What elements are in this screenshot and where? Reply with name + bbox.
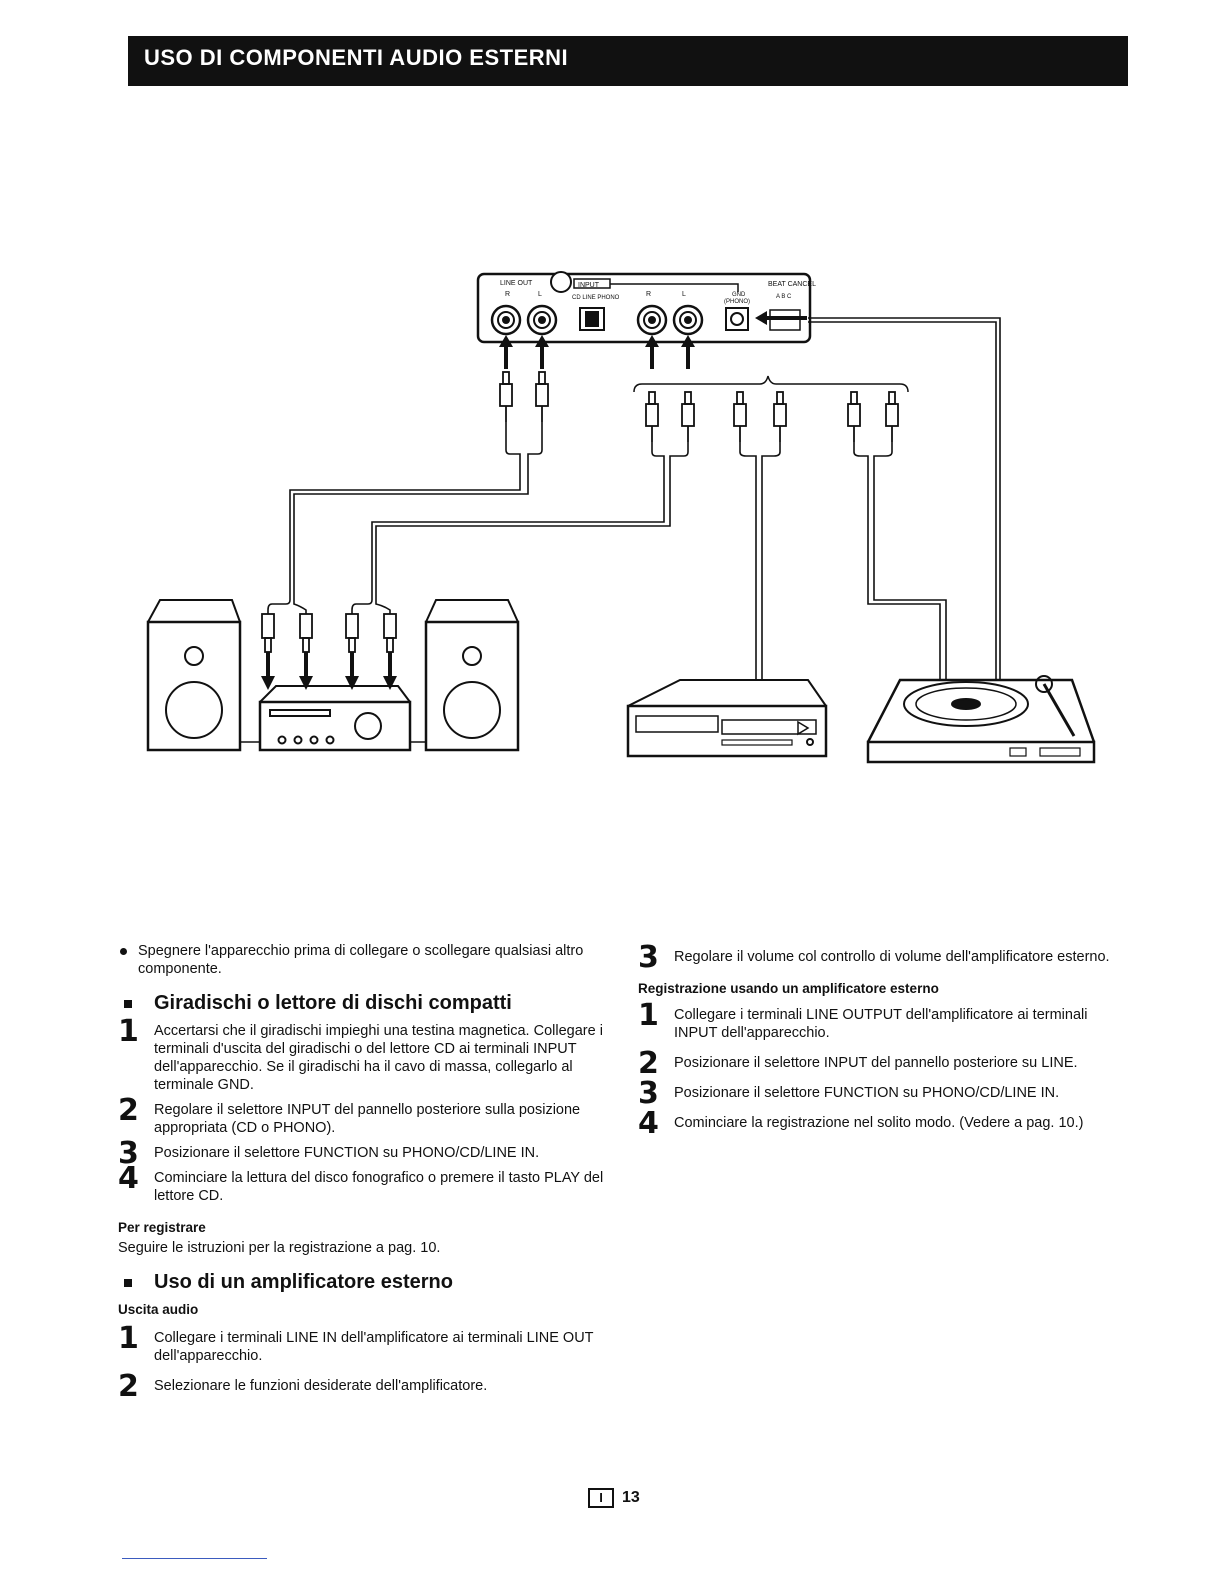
square-bullet-icon [124,1000,132,1008]
rear-panel: LINE OUT R L INPUT CD LINE PHONO R L GND… [476,271,816,344]
connection-diagram: LINE OUT R L INPUT CD LINE PHONO R L GND… [146,271,1096,764]
panel-line-out-label: LINE OUT [500,280,533,287]
cd-player [626,679,828,758]
record-instructions: Seguire le istruzioni per la registrazio… [118,1240,441,1256]
panel-line-out-l-label: L [538,291,542,298]
section-heading-text: Uso di un amplificatore esterno [154,1271,453,1293]
step-text: Regolare il selettore INPUT del pannello… [154,1102,581,1136]
right-speaker [424,599,520,752]
step-number: 1 [638,998,659,1033]
panel-input-l-label: L [682,291,686,298]
step-text: Collegare i terminali LINE IN dell'ampli… [154,1330,594,1364]
step-item: 1 Accertarsi che il giradischi impieghi … [118,1016,608,1094]
step-text: Posizionare il selettore INPUT del panne… [674,1055,1078,1071]
right-column: 3 Regolare il volume col controllo di vo… [638,940,1118,1140]
amplifier [240,685,426,752]
step-text: Posizionare il selettore FUNCTION su PHO… [674,1085,1060,1101]
record-subheading: Per registrare [118,1220,206,1235]
bullet-dot [120,948,127,955]
step-number: 1 [118,1014,139,1049]
page-footer: I 13 [588,1488,640,1508]
step-number: 4 [118,1161,139,1196]
step-text: Cominciare la registrazione nel solito m… [674,1115,1084,1131]
step-item: 2 Regolare il selettore INPUT del pannel… [118,1095,608,1137]
rca-plugs [261,371,899,653]
step-text: Accertarsi che il giradischi impieghi un… [154,1023,603,1093]
panel-input-selector-label: CD LINE PHONO [572,295,620,301]
panel-input-r-label: R [646,291,651,298]
header-bar: USO DI COMPONENTI AUDIO ESTERNI [128,36,1128,86]
audio-output-subheading: Uscita audio [118,1302,199,1317]
bottom-rule [122,1558,267,1559]
panel-gnd-label: GND [732,292,746,298]
step-number: 3 [118,1136,139,1171]
step-item: 4 Cominciare la lettura del disco fonogr… [118,1163,608,1205]
recording-subheading: Registrazione usando un amplificatore es… [638,981,939,996]
step-number: 2 [118,1369,139,1404]
section-heading-text: Giradischi o lettore di dischi compatti [154,992,512,1014]
panel-beat-cancel-label: BEAT CANCEL [768,281,816,288]
step-item: 3 Regolare il volume col controllo di vo… [638,942,1118,974]
step-item: 1 Collegare i terminali LINE OUTPUT dell… [638,1000,1118,1042]
cables [267,317,1001,680]
step-number: 2 [638,1046,659,1081]
step-text: Regolare il volume col controllo di volu… [674,949,1110,965]
section-heading-amplifier: Uso di un amplificatore esterno [118,1269,608,1295]
page-title: USO DI COMPONENTI AUDIO ESTERNI [144,45,569,70]
step-text: Collegare i terminali LINE OUTPUT dell'a… [674,1007,1088,1041]
step-item: 1 Collegare i terminali LINE IN dell'amp… [118,1323,608,1365]
step-number: 1 [118,1321,139,1356]
step-item: 3 Posizionare il selettore FUNCTION su P… [638,1078,1118,1110]
left-speaker [146,599,242,752]
step-text: Posizionare il selettore FUNCTION su PHO… [154,1145,540,1161]
step-number: 3 [638,1076,659,1111]
step-item: 4 Cominciare la registrazione nel solito… [638,1108,1118,1140]
step-text: Cominciare la lettura del disco fonograf… [154,1170,604,1204]
amplifier-arrows [261,652,397,690]
step-number: 3 [638,940,659,975]
step-item: 3 Posizionare il selettore FUNCTION su P… [118,1138,608,1170]
page-number: 13 [622,1489,640,1506]
safety-note: Spegnere l'apparecchio prima di collegar… [118,942,608,978]
left-column: Spegnere l'apparecchio prima di collegar… [118,942,608,1403]
safety-note-text: Spegnere l'apparecchio prima di collegar… [138,943,584,977]
panel-beat-abc-label: A B C [776,294,792,300]
step-item: 2 Posizionare il selettore INPUT del pan… [638,1048,1118,1080]
panel-input-label: INPUT [578,282,600,289]
step-number: 2 [118,1093,139,1128]
section-heading-turntable: Giradischi o lettore di dischi compatti [118,990,608,1016]
turntable [866,675,1096,764]
step-text: Selezionare le funzioni desiderate dell'… [154,1378,488,1394]
language-box: I [588,1488,614,1508]
source-brace [633,375,909,393]
panel-line-out-r-label: R [505,291,510,298]
step-number: 4 [638,1106,659,1141]
step-item: 2 Selezionare le funzioni desiderate del… [118,1371,608,1403]
panel-arrows [499,311,807,369]
square-bullet-icon [124,1279,132,1287]
panel-gnd-sub-label: (PHONO) [724,299,750,305]
